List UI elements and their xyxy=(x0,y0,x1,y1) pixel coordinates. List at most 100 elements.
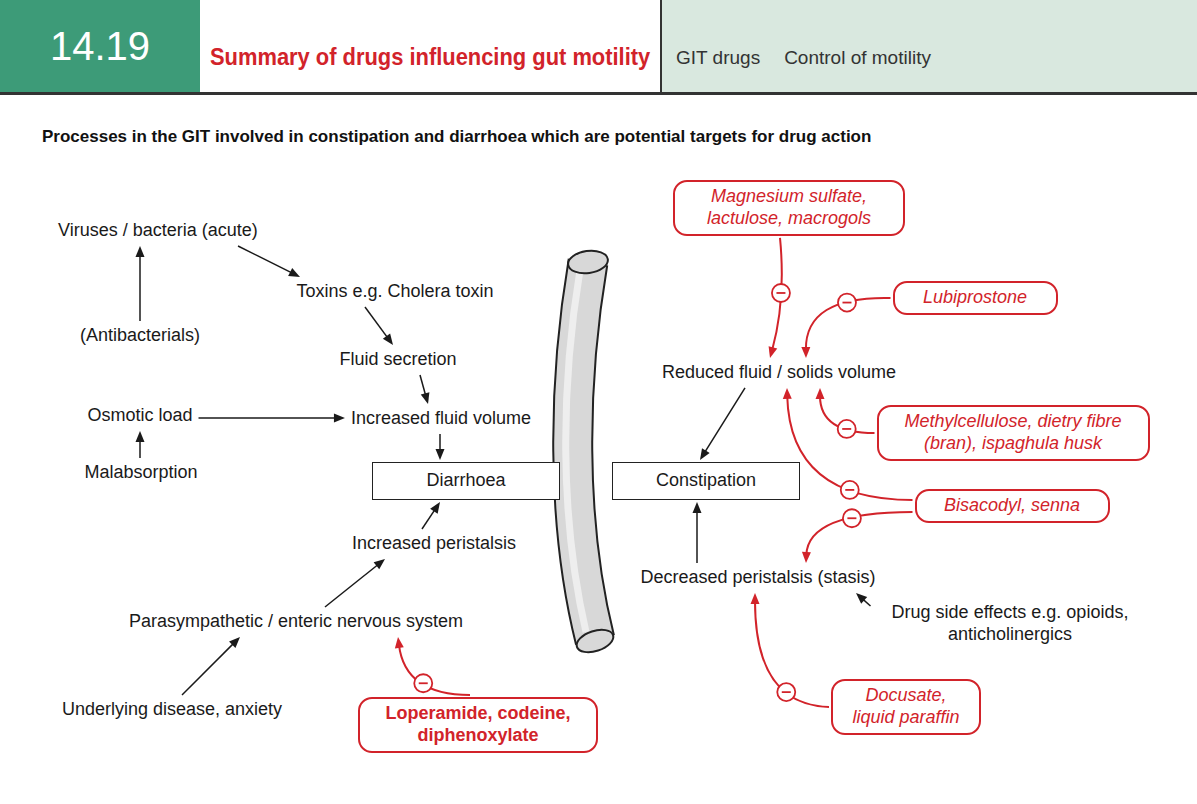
outcome-box: Constipation xyxy=(612,462,800,500)
arrow-head xyxy=(136,431,145,442)
arrow-head xyxy=(769,346,778,358)
flow-arrow xyxy=(436,434,445,460)
connector-line xyxy=(399,645,470,695)
arrow-head xyxy=(801,347,810,358)
inhibition-symbol xyxy=(838,294,856,312)
drug-box: Methylcellulose, dietry fibre (bran), is… xyxy=(877,405,1150,461)
inhibition-arrow xyxy=(802,509,913,563)
flow-arrow xyxy=(365,307,393,345)
subtitle: Processes in the GIT involved in constip… xyxy=(42,127,871,147)
arrow-head xyxy=(436,449,445,460)
node-text: Drug side effects e.g. opioids, antichol… xyxy=(877,602,1144,646)
inhibition-arrow xyxy=(769,238,790,358)
process-label: Osmotic load xyxy=(83,403,196,429)
arrow-head xyxy=(229,637,240,648)
node-text: (Antibacterials) xyxy=(80,325,200,347)
drug-box: Loperamide, codeine, diphenoxylate xyxy=(358,697,598,753)
inhibition-arrow xyxy=(801,294,890,358)
connector-line xyxy=(365,307,388,339)
process-label: Malabsorption xyxy=(80,460,201,486)
tag-slot: GIT drugsControl of motility xyxy=(676,47,931,69)
arrow-head xyxy=(136,246,145,257)
inhibition-symbol xyxy=(772,284,790,302)
node-text: Constipation xyxy=(656,470,756,492)
node-text: Loperamide, codeine, diphenoxylate xyxy=(370,703,586,747)
connector-line xyxy=(420,375,426,396)
subtitle-slot: Processes in the GIT involved in constip… xyxy=(42,127,1192,147)
minus-sign xyxy=(847,517,856,519)
node-text: Underlying disease, anxiety xyxy=(62,699,282,721)
topic-panel: GIT drugsControl of motility xyxy=(662,0,1197,92)
connector-line xyxy=(422,509,436,529)
process-label: Viruses / bacteria (acute) xyxy=(54,218,262,244)
inhibition-symbol xyxy=(838,420,856,438)
inhibition-arrow xyxy=(395,637,470,695)
minus-sign xyxy=(776,292,785,294)
process-label: Toxins e.g. Cholera toxin xyxy=(292,279,497,305)
arrow-head xyxy=(783,388,792,399)
flow-arrow xyxy=(422,502,440,529)
drug-box: Lubiprostone xyxy=(893,281,1058,315)
process-label: Underlying disease, anxiety xyxy=(58,697,286,723)
flow-arrow xyxy=(182,637,240,695)
minus-sign xyxy=(419,682,428,684)
connector-line xyxy=(139,254,141,321)
minus-sign xyxy=(842,302,851,304)
node-text: Osmotic load xyxy=(87,405,192,427)
node-text: Bisacodyl, senna xyxy=(927,495,1098,517)
process-label: Parasympathetic / enteric nervous system xyxy=(125,609,467,635)
connector-line xyxy=(325,564,379,607)
inhibition-arrow xyxy=(751,593,830,707)
arrow-head xyxy=(856,593,867,604)
arrow-head xyxy=(421,392,430,404)
arrow-head xyxy=(700,448,710,460)
arrow-head xyxy=(430,502,440,514)
drug-box: Docusate, liquid paraffin xyxy=(831,679,981,735)
connector-line xyxy=(199,417,337,419)
section-badge: 14.19 xyxy=(0,0,200,92)
node-text: Malabsorption xyxy=(84,462,197,484)
process-label: Increased peristalsis xyxy=(348,531,520,557)
minus-sign xyxy=(842,428,851,430)
node-text: Methylcellulose, dietry fibre (bran), is… xyxy=(889,411,1138,455)
tube-opening xyxy=(567,248,610,275)
section-number: 14.19 xyxy=(50,24,150,68)
connector-line xyxy=(696,510,698,563)
flow-arrow xyxy=(199,414,345,423)
flow-arrow xyxy=(238,246,300,277)
minus-sign xyxy=(782,691,791,693)
process-label: Drug side effects e.g. opioids, antichol… xyxy=(873,600,1148,648)
flow-arrow xyxy=(420,375,429,404)
inhibition-symbol xyxy=(843,509,861,527)
title-panel: Summary of drugs influencing gut motilit… xyxy=(200,0,662,92)
node-text: Magnesium sulfate, lactulose, macrogols xyxy=(685,186,893,230)
arrow-head xyxy=(383,333,393,345)
node-text: Toxins e.g. Cholera toxin xyxy=(296,281,493,303)
node-text: Decreased peristalsis (stasis) xyxy=(640,567,875,589)
node-text: Lubiprostone xyxy=(905,287,1046,309)
flow-arrow xyxy=(700,388,745,460)
connector-line xyxy=(238,246,293,273)
drug-box: Magnesium sulfate, lactulose, macrogols xyxy=(673,180,905,236)
node-text: Fluid secretion xyxy=(339,349,456,371)
tube-opening xyxy=(574,626,616,657)
arrow-head xyxy=(374,559,385,569)
arrow-head xyxy=(816,388,825,399)
node-text: Increased fluid volume xyxy=(351,408,531,430)
inhibition-symbol xyxy=(841,481,859,499)
process-label: Fluid secretion xyxy=(335,347,460,373)
title-slot: Summary of drugs influencing gut motilit… xyxy=(210,43,655,71)
connector-line xyxy=(182,643,234,695)
process-label: (Antibacterials) xyxy=(76,323,204,349)
node-text: Docusate, liquid paraffin xyxy=(843,685,969,729)
page-title: Summary of drugs influencing gut motilit… xyxy=(210,43,650,71)
badge-slot: 14.19 xyxy=(50,24,150,69)
node-text: Increased peristalsis xyxy=(352,533,516,555)
arrow-head xyxy=(751,593,760,604)
flow-arrow xyxy=(325,559,385,607)
arrow-head xyxy=(395,637,404,648)
node-text: Reduced fluid / solids volume xyxy=(662,362,896,384)
topic-tag: Control of motility xyxy=(784,47,931,69)
